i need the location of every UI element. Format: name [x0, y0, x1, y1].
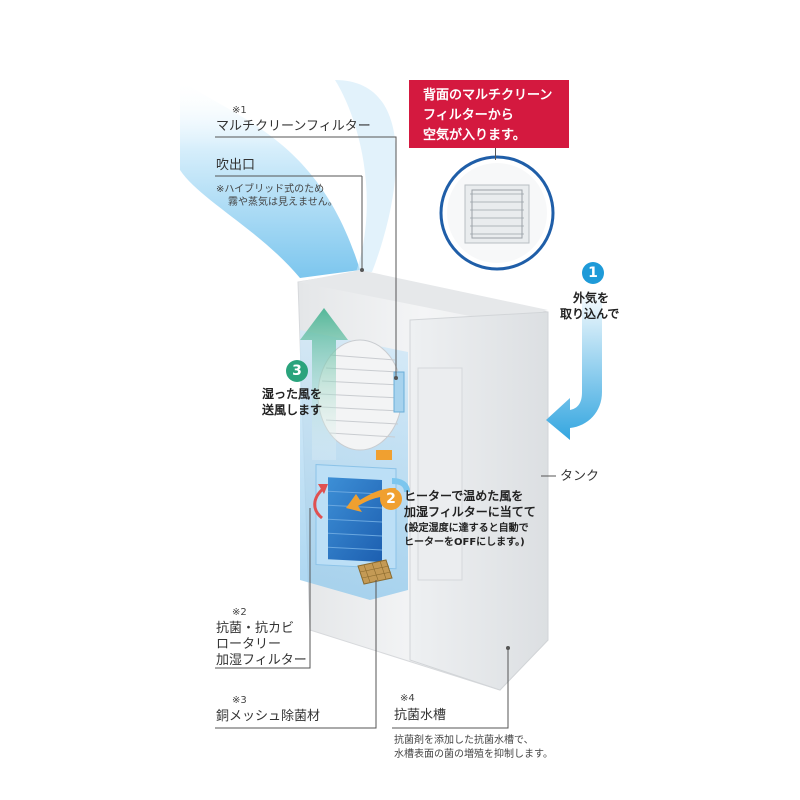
step-2-sub-2: ヒーターをOFFにします。) — [404, 537, 525, 548]
tray-desc-2: 水槽表面の菌の増殖を抑制します。 — [394, 749, 553, 760]
callout-line-1: 背面のマルチクリーン — [423, 88, 553, 103]
tank-label: タンク — [560, 469, 600, 484]
callout-line-3: 空気が入ります。 — [423, 128, 526, 143]
step-3-text-1: 湿った風を — [262, 387, 323, 401]
leader-lines — [215, 136, 556, 729]
callout-line-2: フィルターから — [423, 108, 514, 123]
callout-connector — [495, 148, 496, 160]
rotary-label-1: 抗菌・抗カビ — [216, 621, 295, 636]
rotary-note-mark: ※2 — [232, 607, 247, 618]
filter-label: マルチクリーンフィルター — [216, 119, 371, 134]
outlet-note-2: 霧や蒸気は見えません。 — [228, 197, 338, 208]
step-3-text-2: 送風します — [262, 403, 323, 417]
step-2-text-1: ヒーターで温めた風を — [404, 489, 524, 503]
step-3-badge: 3 — [286, 360, 308, 382]
rotation-arrow-icon — [313, 486, 326, 520]
tray-note-mark: ※4 — [400, 693, 415, 704]
outlet-note-1: ※ハイブリッド式のため — [216, 184, 325, 195]
tray-label: 抗菌水槽 — [394, 708, 447, 723]
tank-window — [417, 367, 463, 581]
mesh-label: 銅メッシュ除菌材 — [216, 709, 321, 724]
intake-arrow-icon — [546, 288, 602, 440]
tray-desc-1: 抗菌剤を添加した抗菌水槽で、 — [394, 735, 534, 746]
step-2-badge: 2 — [380, 488, 402, 510]
mesh-note-mark: ※3 — [232, 695, 247, 706]
rear-filter-inset — [439, 155, 555, 271]
multi-clean-filter — [393, 371, 405, 413]
step-2-sub-1: (設定湿度に達すると自動で — [404, 523, 529, 534]
step-1-text-2: 取り込んで — [560, 307, 620, 321]
step-1-text-1: 外気を — [573, 291, 610, 305]
exhaust-arrow-icon — [300, 308, 348, 460]
rotary-label-2: ロータリー — [216, 637, 282, 652]
copper-mesh — [357, 559, 393, 585]
rotary-filter — [315, 464, 397, 570]
rotary-label-3: 加湿フィルター — [216, 653, 307, 668]
outlet-label: 吹出口 — [216, 158, 256, 173]
step-1-badge: 1 — [582, 262, 604, 284]
airflow-plume — [180, 80, 360, 278]
heater-icon — [376, 450, 392, 460]
rear-intake-callout: 背面のマルチクリーン フィルターから 空気が入ります。 — [409, 80, 569, 148]
filter-note-mark: ※1 — [232, 105, 247, 116]
step-2-text-2: 加湿フィルターに当てて — [404, 505, 536, 519]
